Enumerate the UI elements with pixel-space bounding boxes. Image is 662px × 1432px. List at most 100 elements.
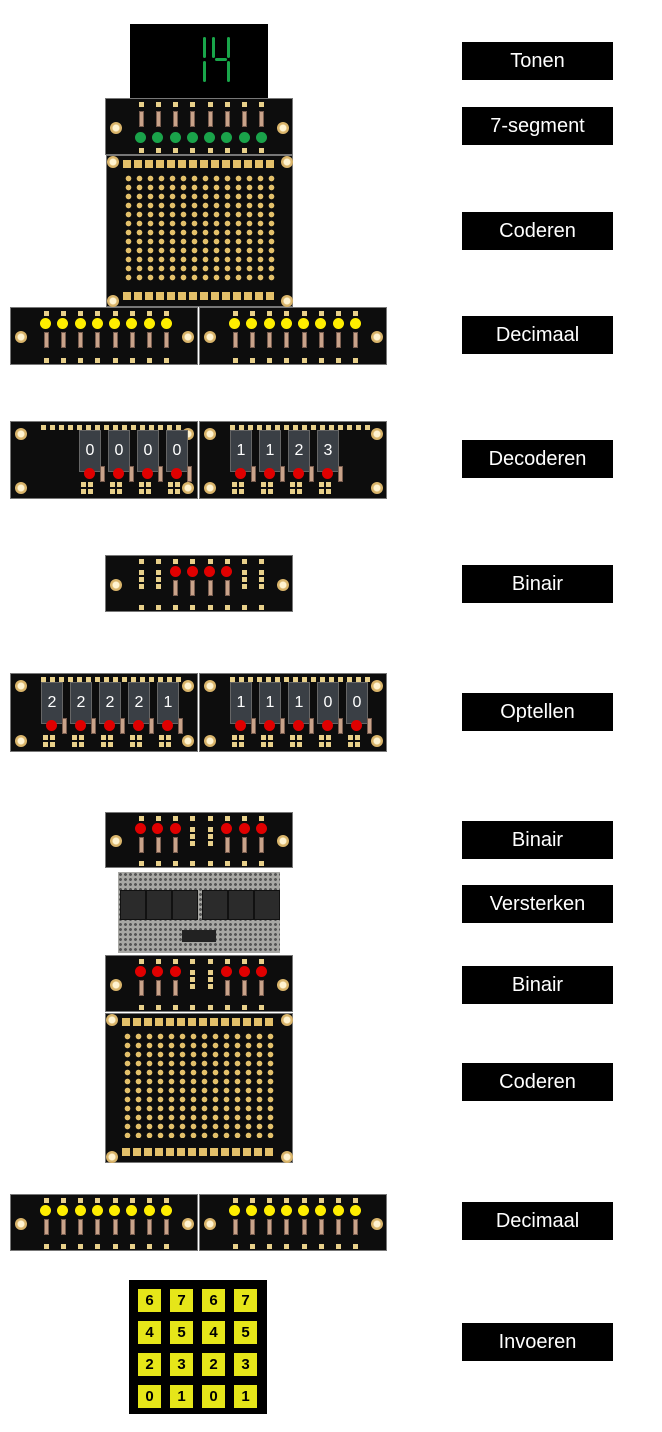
- encoder-perfboard: [106, 155, 293, 307]
- label-decimaal-2: Decimaal: [462, 1202, 613, 1240]
- pad: [173, 605, 179, 610]
- pad: [139, 482, 144, 487]
- decimal-board-left-2: [10, 1194, 198, 1251]
- pad: [284, 358, 290, 363]
- relay-digit: 1: [230, 682, 252, 724]
- pad: [173, 559, 179, 564]
- pad: [284, 677, 289, 682]
- pad: [155, 1005, 161, 1010]
- pad: [297, 482, 302, 487]
- pad: [190, 970, 196, 975]
- pad: [297, 742, 302, 747]
- pad: [297, 735, 302, 740]
- pad: [113, 677, 118, 682]
- mount-hole: [277, 835, 289, 847]
- keypad-key[interactable]: 4: [202, 1321, 225, 1344]
- pad: [232, 358, 238, 363]
- pad: [290, 735, 295, 740]
- keypad-key[interactable]: 5: [170, 1321, 193, 1344]
- pad: [259, 570, 265, 575]
- resistor: [129, 466, 134, 482]
- resistor: [267, 1219, 273, 1235]
- pad: [110, 489, 115, 494]
- keypad-key[interactable]: 7: [170, 1289, 193, 1312]
- pad: [348, 742, 353, 747]
- led-on: [264, 720, 275, 731]
- pad: [130, 735, 135, 740]
- pad: [320, 425, 325, 430]
- label-binair-2: Binair: [462, 821, 613, 859]
- mount-hole: [15, 735, 27, 747]
- pad: [88, 489, 93, 494]
- pad: [41, 677, 46, 682]
- amplifier-board-photo: [118, 872, 280, 953]
- pad: [138, 559, 144, 564]
- pad: [60, 1198, 66, 1203]
- pad: [267, 1198, 273, 1203]
- pad: [50, 425, 55, 430]
- resistor: [259, 837, 265, 853]
- mount-hole: [204, 331, 216, 343]
- keypad-key[interactable]: 0: [202, 1385, 225, 1408]
- led-on: [91, 1205, 103, 1216]
- led-on: [264, 468, 275, 479]
- led-on: [221, 823, 233, 834]
- pad: [293, 425, 298, 430]
- pad: [138, 816, 144, 821]
- resistor: [224, 980, 230, 996]
- pad: [166, 735, 171, 740]
- pad: [318, 358, 324, 363]
- pad: [173, 959, 179, 964]
- keypad-key[interactable]: 3: [170, 1353, 193, 1376]
- label-decoderen: Decoderen: [462, 440, 613, 478]
- pad: [356, 677, 361, 682]
- led-on: [135, 132, 147, 143]
- resistor: [232, 332, 238, 348]
- pad: [301, 311, 307, 316]
- pad: [190, 148, 196, 153]
- led-on: [160, 1205, 172, 1216]
- pad: [355, 735, 360, 740]
- keypad-key[interactable]: 2: [202, 1353, 225, 1376]
- pad: [239, 742, 244, 747]
- pad: [168, 489, 173, 494]
- keypad-key[interactable]: 5: [234, 1321, 257, 1344]
- pad: [149, 677, 154, 682]
- segment-c: [203, 61, 206, 82]
- keypad-key[interactable]: 3: [234, 1353, 257, 1376]
- mount-hole: [182, 482, 194, 494]
- pad: [101, 735, 106, 740]
- resistor: [224, 580, 230, 596]
- keypad-key[interactable]: 6: [138, 1289, 161, 1312]
- pad: [167, 677, 172, 682]
- pad: [155, 959, 161, 964]
- pad: [117, 482, 122, 487]
- keypad-key[interactable]: 0: [138, 1385, 161, 1408]
- pad: [284, 1198, 290, 1203]
- resistor: [120, 718, 125, 734]
- pad: [224, 148, 230, 153]
- pad: [138, 148, 144, 153]
- pad: [275, 425, 280, 430]
- led-on: [152, 132, 164, 143]
- led-on: [104, 720, 115, 731]
- pad: [78, 358, 84, 363]
- pad: [155, 816, 161, 821]
- led-on: [143, 318, 155, 329]
- keypad-key[interactable]: 4: [138, 1321, 161, 1344]
- pad: [130, 742, 135, 747]
- resistor: [60, 1219, 66, 1235]
- decimal-board-left: [10, 307, 198, 365]
- keypad-key[interactable]: 6: [202, 1289, 225, 1312]
- keypad-key[interactable]: 2: [138, 1353, 161, 1376]
- led-on: [238, 823, 250, 834]
- led-on: [293, 720, 304, 731]
- pad: [319, 489, 324, 494]
- led-on: [322, 468, 333, 479]
- resistor: [259, 980, 265, 996]
- keypad-key[interactable]: 7: [234, 1289, 257, 1312]
- keypad-key[interactable]: 1: [234, 1385, 257, 1408]
- keypad-key[interactable]: 1: [170, 1385, 193, 1408]
- resistor: [284, 1219, 290, 1235]
- pad: [242, 148, 248, 153]
